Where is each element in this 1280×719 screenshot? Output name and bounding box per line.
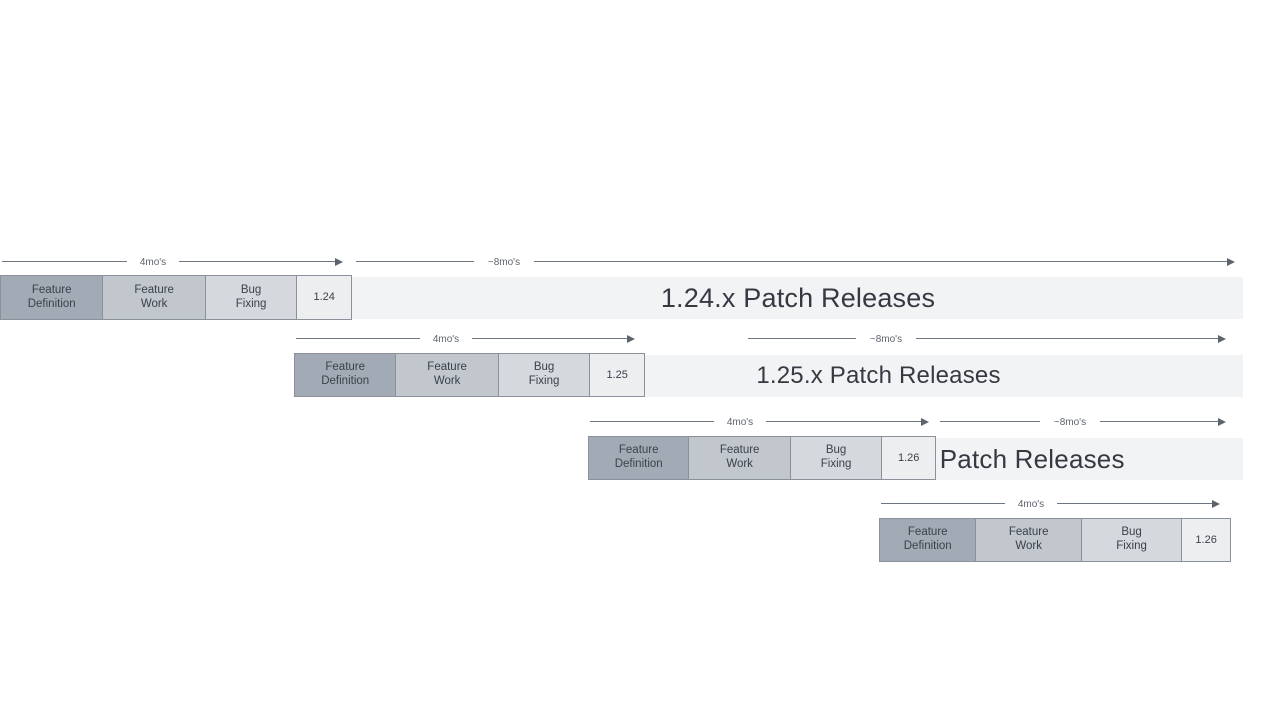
phase-label-line1: Feature — [1008, 526, 1049, 539]
phase-feature-work[interactable]: Feature Work — [103, 276, 206, 319]
phase-label-line1: Bug — [240, 283, 262, 296]
phase-label-line2: Work — [433, 375, 461, 387]
arrowhead-icon — [1218, 334, 1226, 343]
phase-feature-definition[interactable]: Feature Definition — [1, 276, 104, 319]
phase-label-line2: Definition — [614, 458, 663, 470]
phase-label-line2: Fixing — [1116, 540, 1147, 552]
phase-label-line1: Bug — [1121, 526, 1142, 539]
version-label: 1.24 — [313, 291, 335, 304]
phase-label-line2: Fixing — [528, 375, 560, 387]
phase-label-line2: Work — [726, 458, 753, 470]
phase-group-1-25: Feature Definition Feature Work Bug Fixi… — [294, 353, 645, 397]
phase-bug-fixing[interactable]: Bug Fixing — [205, 276, 298, 319]
phase-label-line1: Bug — [825, 444, 847, 457]
duration-label-dev-1-26: 4mo's — [726, 417, 754, 428]
phase-feature-work[interactable]: Feature Work — [396, 354, 499, 396]
phase-label-line1: Feature — [31, 283, 72, 296]
phase-label-line1: Feature — [134, 283, 174, 296]
duration-arrow-dev-1-26-next: 4mo's — [881, 494, 1221, 514]
arrowhead-icon — [1218, 417, 1226, 426]
version-label: 1.26 — [1195, 533, 1217, 546]
version-badge-1-25[interactable]: 1.25 — [590, 354, 644, 396]
duration-arrow-patch-1-26: ~8mo's — [940, 412, 1236, 432]
patch-release-label-1-25: 1.25.x Patch Releases — [756, 362, 1001, 389]
phase-label-line2: Fixing — [235, 297, 267, 310]
arrowhead-icon — [335, 257, 343, 266]
phase-group-1-26-next: Feature Definition Feature Work Bug Fixi… — [879, 518, 1231, 562]
duration-arrow-dev-1-26: 4mo's — [590, 412, 930, 432]
duration-arrow-dev-1-25: 4mo's — [296, 329, 636, 349]
phase-feature-definition[interactable]: Feature Definition — [295, 354, 397, 396]
duration-label-dev-1-25: 4mo's — [432, 334, 460, 345]
phase-label-line1: Bug — [533, 361, 555, 374]
phase-label-line2: Definition — [27, 297, 76, 310]
phase-label-line1: Feature — [907, 526, 948, 539]
phase-label-line2: Work — [140, 297, 168, 310]
phase-bug-fixing[interactable]: Bug Fixing — [498, 354, 591, 396]
phase-bug-fixing[interactable]: Bug Fixing — [790, 437, 883, 479]
phase-feature-definition[interactable]: Feature Definition — [880, 519, 977, 561]
duration-label-dev-1-26-next: 4mo's — [1017, 499, 1045, 510]
phase-label-line1: Feature — [325, 361, 366, 374]
phase-label-line2: Work — [1015, 540, 1042, 552]
phase-label-line2: Definition — [903, 540, 952, 552]
version-label: 1.25 — [606, 368, 628, 381]
duration-label-dev-1-24: 4mo's — [139, 257, 167, 268]
duration-label-patch-1-25: ~8mo's — [869, 334, 903, 345]
arrowhead-icon — [627, 334, 635, 343]
phase-feature-work[interactable]: Feature Work — [976, 519, 1082, 561]
phase-group-1-26: Feature Definition Feature Work Bug Fixi… — [588, 436, 936, 480]
duration-label-patch-1-26: ~8mo's — [1053, 417, 1087, 428]
phase-label-line1: Feature — [618, 444, 659, 457]
phase-label-line1: Feature — [719, 444, 760, 457]
version-badge-1-26[interactable]: 1.26 — [882, 437, 935, 479]
phase-label-line2: Fixing — [820, 458, 852, 470]
phase-bug-fixing[interactable]: Bug Fixing — [1081, 519, 1183, 561]
version-badge-1-24[interactable]: 1.24 — [297, 276, 352, 319]
phase-label-line1: Feature — [427, 361, 467, 374]
arrowhead-icon — [921, 417, 929, 426]
duration-arrow-patch-1-25: ~8mo's — [748, 329, 1236, 349]
phase-group-1-24: Feature Definition Feature Work Bug Fixi… — [0, 275, 352, 320]
duration-label-patch-1-24: ~8mo's — [487, 257, 521, 268]
version-badge-1-26-next[interactable]: 1.26 — [1182, 519, 1230, 561]
version-label: 1.26 — [897, 451, 920, 464]
phase-label-line2: Definition — [321, 375, 370, 387]
patch-release-label-1-24: 1.24.x Patch Releases — [660, 282, 936, 313]
phase-feature-work[interactable]: Feature Work — [689, 437, 791, 479]
phase-feature-definition[interactable]: Feature Definition — [589, 437, 690, 479]
duration-arrow-dev-1-24: 4mo's — [2, 252, 344, 272]
arrowhead-icon — [1212, 499, 1220, 508]
duration-arrow-patch-1-24: ~8mo's — [356, 252, 1236, 272]
arrowhead-icon — [1227, 257, 1235, 266]
